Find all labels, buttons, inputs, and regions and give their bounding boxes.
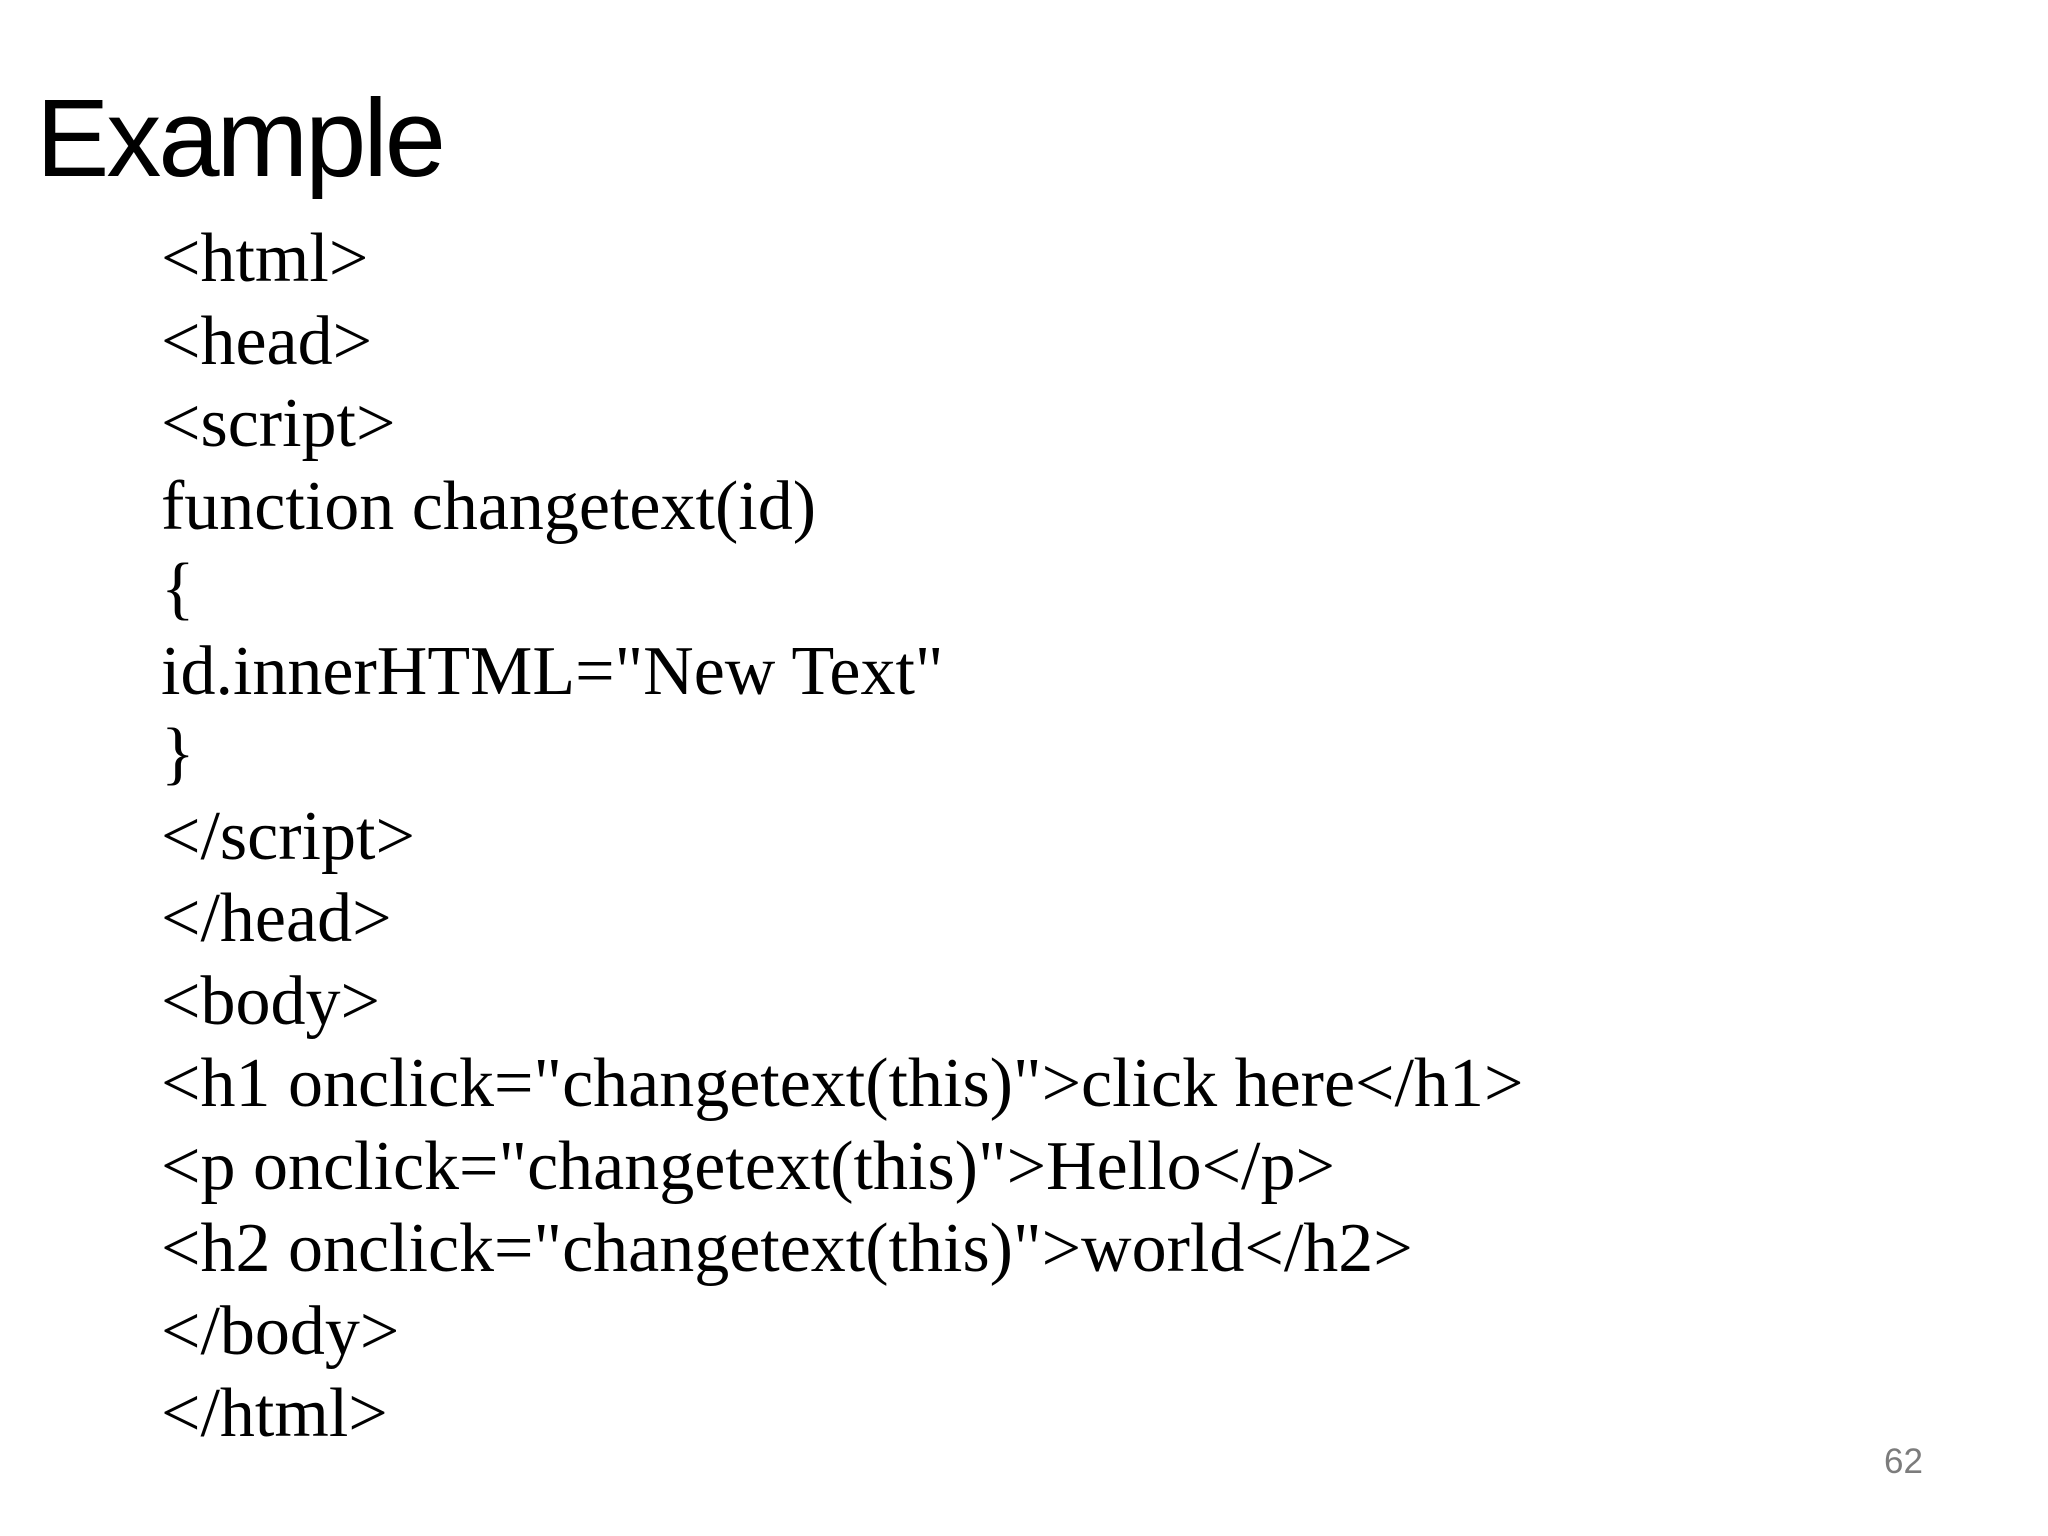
code-line: </head> [161, 880, 392, 957]
code-line: </html> [161, 1375, 388, 1452]
code-line: <head> [161, 302, 373, 380]
code-line: { [161, 550, 195, 627]
code-line: id.innerHTML="New Text" [161, 632, 944, 710]
page-number: 62 [1884, 1442, 1923, 1481]
code-line: <p onclick="changetext(this)">Hello</p> [161, 1127, 1335, 1205]
code-line: <script> [161, 385, 396, 462]
code-line: <h1 onclick="changetext(this)">click her… [161, 1045, 1524, 1122]
code-block: <html> <head> <script> function changete… [161, 218, 1523, 1456]
code-line: <body> [161, 962, 380, 1040]
code-line: </body> [161, 1292, 400, 1370]
code-line: function changetext(id) [161, 467, 817, 545]
code-line: <html> [161, 220, 369, 297]
code-line: } [161, 715, 195, 792]
slide-title: Example [36, 77, 446, 200]
code-line: <h2 onclick="changetext(this)">world</h2… [161, 1210, 1413, 1287]
code-line: </script> [161, 797, 415, 875]
